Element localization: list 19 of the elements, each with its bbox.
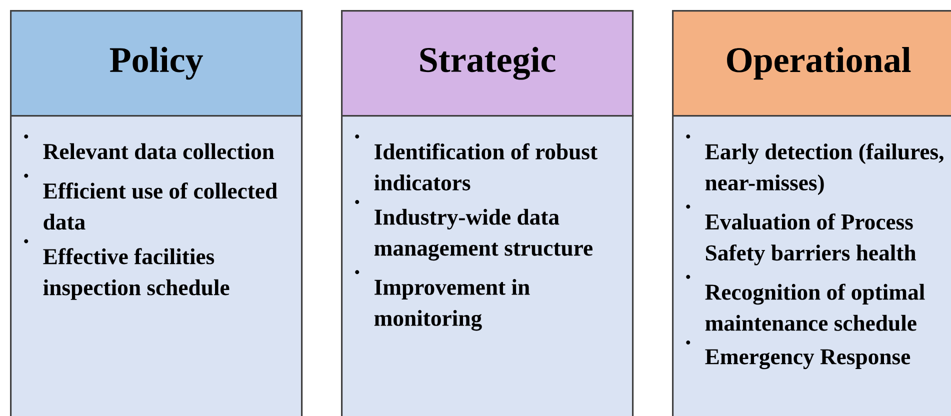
bullet-item: Relevant data collection — [24, 134, 274, 160]
header-box — [10, 10, 303, 117]
header-box — [672, 10, 951, 117]
bullet-item: Identification of robust indicators — [355, 134, 598, 190]
bullet-item: Early detection (failures, near-misses) — [686, 134, 944, 196]
bullet-item: Improvement in monitoring — [355, 270, 530, 331]
bullet-item: Efficient use of collected data — [24, 174, 278, 230]
bullet-item: Industry-wide data management structure — [355, 200, 592, 261]
header-box — [341, 10, 634, 117]
bullet-item: Evaluation of Process Safety barriers health — [686, 204, 916, 266]
column-title: Policy — [110, 46, 203, 80]
list-box — [341, 115, 634, 416]
bullet-item: Recognition of optimal maintenance schedule — [686, 274, 925, 331]
list-box — [10, 115, 303, 416]
column-title: Operational — [727, 46, 911, 80]
bullet-item: Effective facilities inspection schedule — [24, 239, 230, 300]
list-box — [672, 115, 951, 416]
column-title: Strategic — [420, 46, 556, 80]
bullet-item: Emergency Response — [686, 340, 910, 370]
